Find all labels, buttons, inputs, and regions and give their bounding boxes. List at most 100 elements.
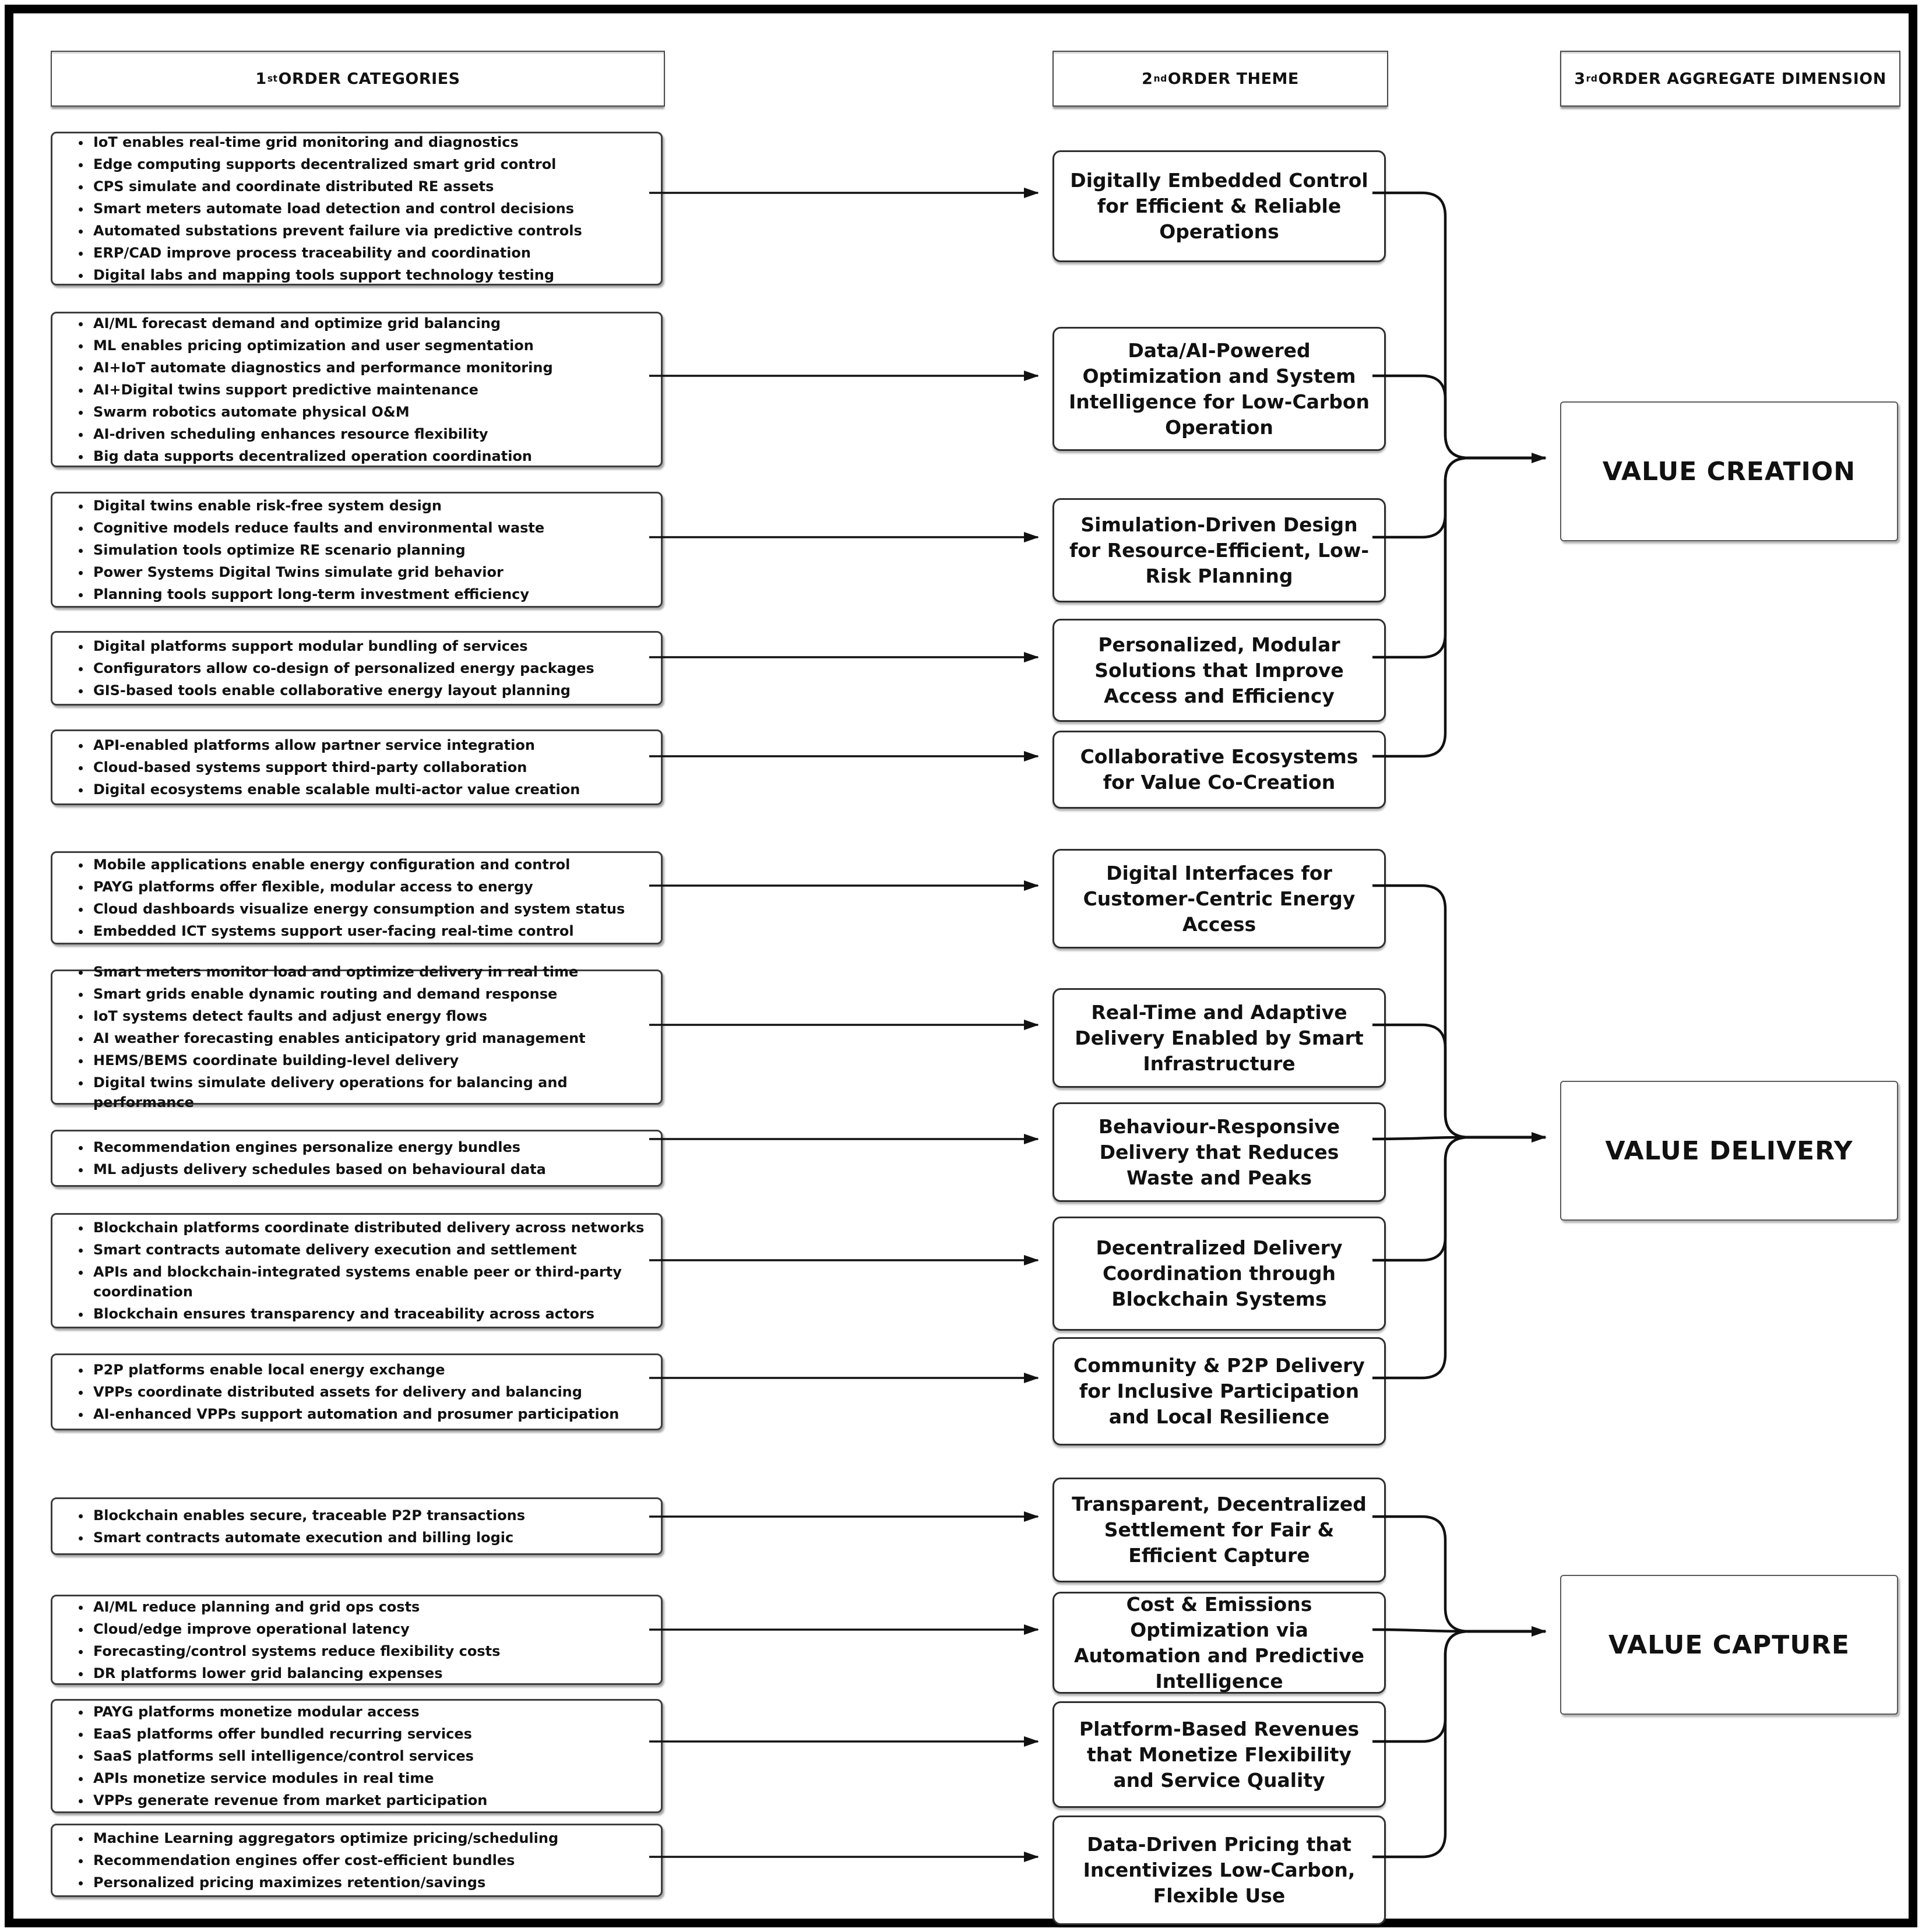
bullet-item: Digital ecosystems enable scalable multi… bbox=[91, 780, 580, 799]
category-box-13: PAYG platforms monetize modular accessEa… bbox=[51, 1699, 663, 1813]
bullet-item: HEMS/BEMS coordinate building-level deli… bbox=[91, 1050, 652, 1070]
bullet-list: Digital twins enable risk-free system de… bbox=[52, 496, 554, 604]
bullet-item: Smart contracts automate delivery execut… bbox=[91, 1240, 652, 1260]
header-number: 2 bbox=[1142, 69, 1153, 88]
theme-label: Community & P2P Delivery for Inclusive P… bbox=[1073, 1354, 1365, 1428]
bullet-item: IoT systems detect faults and adjust ene… bbox=[91, 1006, 652, 1026]
bullet-item: Recommendation engines offer cost-effici… bbox=[91, 1850, 558, 1870]
theme-box-14: Data-Driven Pricing that Incentivizes Lo… bbox=[1052, 1815, 1386, 1925]
bullet-list: Recommendation engines personalize energ… bbox=[52, 1137, 555, 1179]
theme-box-4: Personalized, Modular Solutions that Imp… bbox=[1052, 619, 1386, 722]
theme-box-5: Collaborative Ecosystems for Value Co-Cr… bbox=[1052, 731, 1386, 809]
dimension-box-value-creation: VALUE CREATION bbox=[1560, 401, 1898, 541]
bullet-item: Forecasting/control systems reduce flexi… bbox=[91, 1641, 500, 1661]
theme-label: Decentralized Delivery Coordination thro… bbox=[1096, 1236, 1343, 1310]
bullet-item: Digital twins simulate delivery operatio… bbox=[91, 1073, 652, 1112]
bullet-item: Digital platforms support modular bundli… bbox=[91, 636, 594, 656]
bullet-item: Planning tools support long-term investm… bbox=[91, 584, 544, 604]
theme-label: Real-Time and Adaptive Delivery Enabled … bbox=[1075, 1000, 1364, 1075]
category-box-4: Digital platforms support modular bundli… bbox=[51, 631, 663, 706]
bullet-item: AI-enhanced VPPs support automation and … bbox=[91, 1404, 619, 1424]
theme-label: Cost & Emissions Optimization via Automa… bbox=[1073, 1592, 1365, 1693]
dimension-label: VALUE CAPTURE bbox=[1608, 1630, 1850, 1660]
category-box-8: Recommendation engines personalize energ… bbox=[51, 1130, 663, 1187]
bullet-list: Digital platforms support modular bundli… bbox=[52, 636, 604, 700]
bullet-item: IoT enables real-time grid monitoring an… bbox=[91, 132, 582, 152]
bullet-list: IoT enables real-time grid monitoring an… bbox=[52, 132, 592, 285]
bullet-item: Smart meters automate load detection and… bbox=[91, 199, 582, 218]
dimension-label: VALUE CREATION bbox=[1602, 456, 1856, 486]
bullet-item: PAYG platforms offer flexible, modular a… bbox=[91, 877, 625, 897]
bullet-list: Blockchain platforms coordinate distribu… bbox=[52, 1218, 661, 1324]
bullet-list: P2P platforms enable local energy exchan… bbox=[52, 1360, 628, 1424]
theme-box-11: Transparent, Decentralized Settlement fo… bbox=[1052, 1478, 1386, 1582]
bullet-item: AI weather forecasting enables anticipat… bbox=[91, 1028, 652, 1048]
bullet-item: ML enables pricing optimization and user… bbox=[91, 336, 553, 355]
bullet-item: P2P platforms enable local energy exchan… bbox=[91, 1360, 619, 1380]
theme-box-10: Community & P2P Delivery for Inclusive P… bbox=[1052, 1337, 1386, 1446]
bullet-list: AI/ML forecast demand and optimize grid … bbox=[52, 313, 562, 466]
category-box-5: API-enabled platforms allow partner serv… bbox=[51, 729, 663, 805]
bullet-item: Simulation tools optimize RE scenario pl… bbox=[91, 540, 544, 560]
theme-box-8: Behaviour-Responsive Delivery that Reduc… bbox=[1052, 1102, 1386, 1202]
theme-label: Collaborative Ecosystems for Value Co-Cr… bbox=[1080, 745, 1358, 794]
bullet-item: AI/ML reduce planning and grid ops costs bbox=[91, 1597, 500, 1617]
bullet-list: Mobile applications enable energy config… bbox=[52, 855, 634, 941]
category-box-9: Blockchain platforms coordinate distribu… bbox=[51, 1213, 663, 1328]
bullet-item: ERP/CAD improve process traceability and… bbox=[91, 243, 582, 263]
bullet-item: API-enabled platforms allow partner serv… bbox=[91, 735, 580, 755]
header-label: ORDER THEME bbox=[1167, 69, 1299, 88]
bullet-item: APIs and blockchain-integrated systems e… bbox=[91, 1262, 652, 1302]
bullet-item: Cloud dashboards visualize energy consum… bbox=[91, 899, 625, 919]
theme-box-2: Data/AI-Powered Optimization and System … bbox=[1052, 327, 1386, 451]
dimension-label: VALUE DELIVERY bbox=[1605, 1136, 1853, 1166]
bullet-item: Personalized pricing maximizes retention… bbox=[91, 1873, 558, 1892]
bullet-item: Digital labs and mapping tools support t… bbox=[91, 265, 582, 285]
bullet-item: SaaS platforms sell intelligence/control… bbox=[91, 1746, 487, 1766]
bullet-item: Machine Learning aggregators optimize pr… bbox=[91, 1828, 558, 1848]
header-number: 1 bbox=[255, 69, 267, 88]
category-box-12: AI/ML reduce planning and grid ops costs… bbox=[51, 1595, 663, 1685]
theme-label: Digital Interfaces for Customer-Centric … bbox=[1083, 861, 1356, 936]
category-box-11: Blockchain enables secure, traceable P2P… bbox=[51, 1497, 663, 1555]
bullet-item: Cloud/edge improve operational latency bbox=[91, 1619, 500, 1639]
bullet-item: Edge computing supports decentralized sm… bbox=[91, 154, 582, 174]
bullet-item: Automated substations prevent failure vi… bbox=[91, 221, 582, 241]
bullet-item: Power Systems Digital Twins simulate gri… bbox=[91, 562, 544, 582]
bullet-item: PAYG platforms monetize modular access bbox=[91, 1702, 487, 1722]
bullet-list: Blockchain enables secure, traceable P2P… bbox=[52, 1506, 534, 1547]
bullet-item: CPS simulate and coordinate distributed … bbox=[91, 177, 582, 196]
bullet-item: Blockchain platforms coordinate distribu… bbox=[91, 1218, 652, 1238]
theme-box-1: Digitally Embedded Control for Efficient… bbox=[1052, 150, 1386, 262]
theme-label: Platform-Based Revenues that Monetize Fl… bbox=[1079, 1717, 1360, 1792]
bullet-item: Cognitive models reduce faults and envir… bbox=[91, 518, 544, 538]
category-box-2: AI/ML forecast demand and optimize grid … bbox=[51, 312, 663, 467]
bullet-item: Blockchain ensures transparency and trac… bbox=[91, 1304, 652, 1324]
bullet-item: Smart meters monitor load and optimize d… bbox=[91, 962, 652, 982]
bullet-item: AI+Digital twins support predictive main… bbox=[91, 380, 553, 400]
category-box-6: Mobile applications enable energy config… bbox=[51, 851, 663, 944]
bullet-list: API-enabled platforms allow partner serv… bbox=[52, 735, 589, 799]
bullet-item: Smart contracts automate execution and b… bbox=[91, 1528, 525, 1547]
dimension-box-value-capture: VALUE CAPTURE bbox=[1560, 1575, 1898, 1715]
theme-label: Digitally Embedded Control for Efficient… bbox=[1070, 169, 1368, 243]
theme-label: Simulation-Driven Design for Resource-Ef… bbox=[1069, 513, 1370, 587]
bullet-item: APIs monetize service modules in real ti… bbox=[91, 1768, 487, 1788]
bullet-item: Cloud-based systems support third-party … bbox=[91, 757, 580, 777]
category-box-1: IoT enables real-time grid monitoring an… bbox=[51, 132, 663, 285]
bullet-item: ML adjusts delivery schedules based on b… bbox=[91, 1159, 546, 1179]
theme-label: Behaviour-Responsive Delivery that Reduc… bbox=[1098, 1115, 1340, 1189]
theme-box-7: Real-Time and Adaptive Delivery Enabled … bbox=[1052, 988, 1386, 1088]
bullet-item: Smart grids enable dynamic routing and d… bbox=[91, 984, 652, 1004]
bullet-item: AI/ML forecast demand and optimize grid … bbox=[91, 313, 553, 333]
theme-box-12: Cost & Emissions Optimization via Automa… bbox=[1052, 1592, 1386, 1694]
dimension-box-value-delivery: VALUE DELIVERY bbox=[1560, 1081, 1898, 1221]
theme-label: Data-Driven Pricing that Incentivizes Lo… bbox=[1083, 1833, 1356, 1907]
theme-label: Transparent, Decentralized Settlement fo… bbox=[1072, 1493, 1367, 1567]
theme-box-6: Digital Interfaces for Customer-Centric … bbox=[1052, 849, 1386, 949]
theme-label: Data/AI-Powered Optimization and System … bbox=[1068, 339, 1370, 439]
